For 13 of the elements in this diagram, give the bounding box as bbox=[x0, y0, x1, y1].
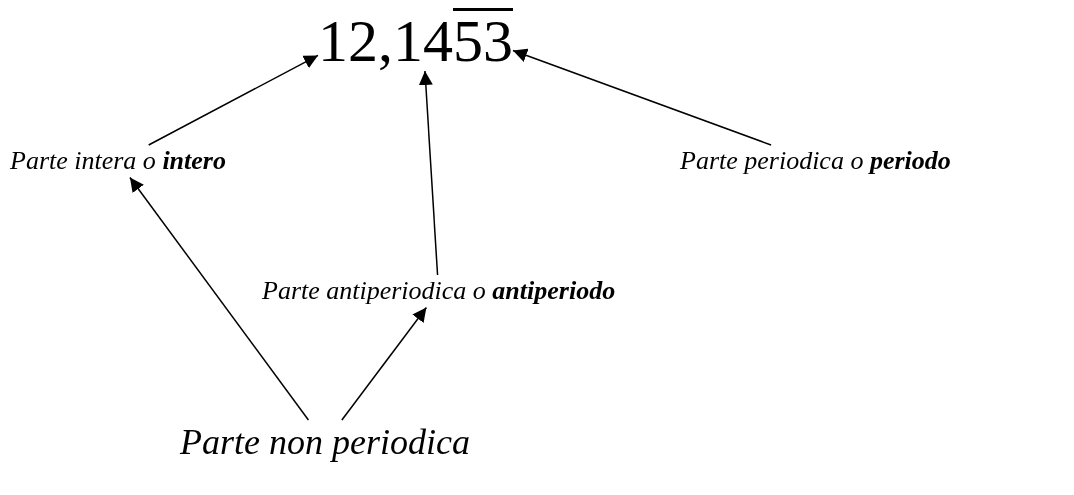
number-part: 12 bbox=[318, 8, 378, 71]
arrow bbox=[341, 306, 428, 421]
number-part: 14 bbox=[393, 8, 453, 71]
part-label: Parte intera o intero bbox=[10, 145, 226, 178]
number-part: 53 bbox=[453, 8, 513, 71]
decimal-comma: , bbox=[378, 8, 393, 71]
part-label: Parte periodica o periodo bbox=[680, 145, 951, 178]
part-label: Parte non periodica bbox=[180, 420, 470, 465]
part-label: Parte antiperiodica o antiperiodo bbox=[262, 275, 616, 308]
arrow bbox=[147, 54, 319, 146]
arrow bbox=[129, 176, 310, 421]
arrow bbox=[512, 48, 772, 146]
arrow bbox=[418, 70, 439, 276]
